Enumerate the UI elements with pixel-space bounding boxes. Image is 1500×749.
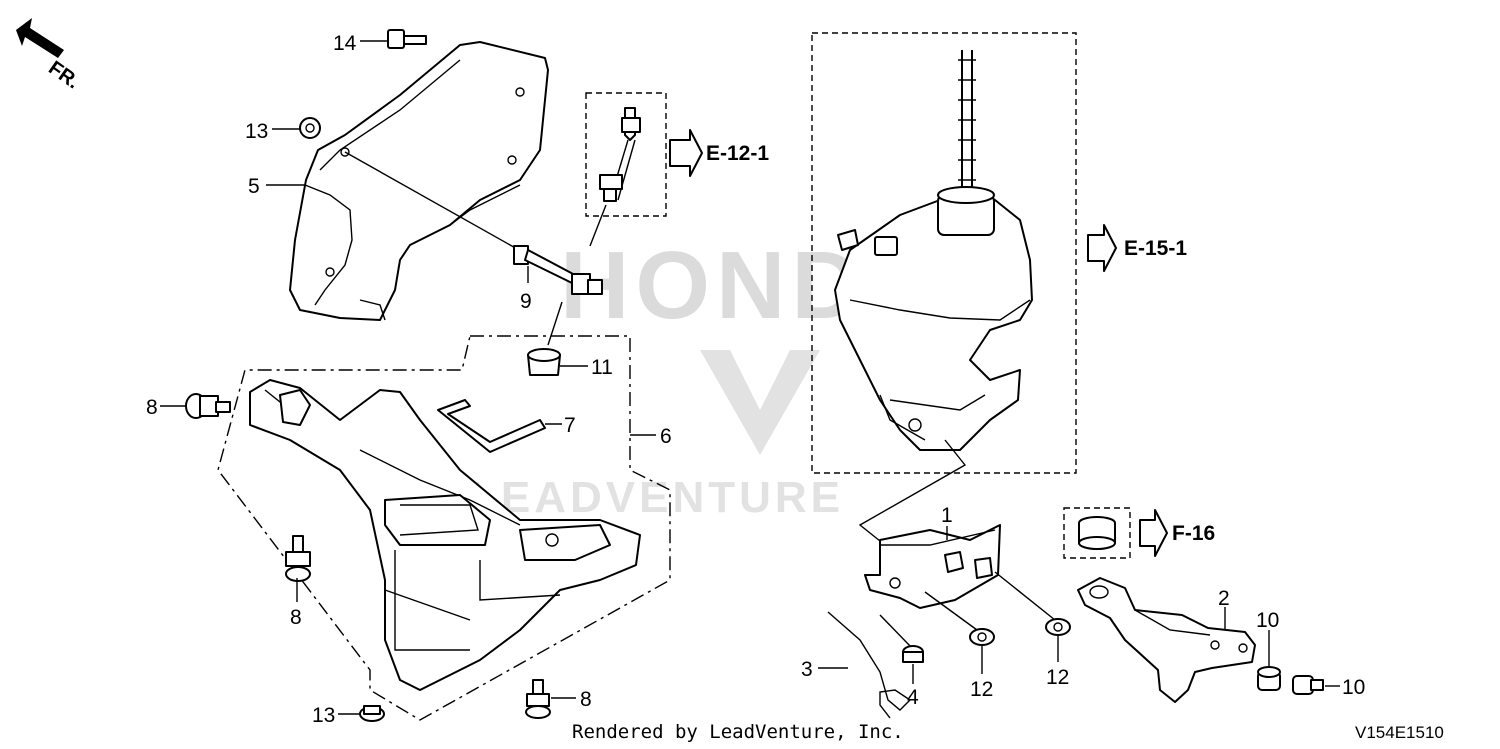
front-arrow-icon (16, 18, 64, 58)
part-5-cover[interactable] (289, 41, 549, 321)
callout-9[interactable]: 9 (520, 290, 532, 313)
part-13-nut-upper[interactable] (299, 117, 321, 139)
callout-11[interactable]: 11 (591, 356, 613, 379)
part-11-grommet[interactable] (527, 301, 563, 376)
callout-3[interactable]: 3 (801, 658, 813, 681)
callout-8[interactable]: 8 (290, 606, 302, 629)
watermark-dealer: LEADVENTURE (470, 473, 844, 522)
watermark-logo-icon (700, 350, 820, 455)
ref-f16-label[interactable]: F-16 (1172, 522, 1215, 545)
callout-8[interactable]: 8 (580, 688, 592, 711)
callout-leaders (160, 40, 1340, 715)
footer-credit: Rendered by LeadVenture, Inc. (572, 721, 904, 743)
part-1-bracket[interactable] (858, 439, 1001, 609)
e12-stud-assembly (585, 92, 667, 247)
part-12-nut-right[interactable] (994, 571, 1071, 636)
part-13-nut-lower[interactable] (359, 705, 385, 722)
part-12-nut-left[interactable] (924, 591, 995, 646)
part-8-bolt-left[interactable] (285, 535, 311, 582)
callout-10[interactable]: 10 (1256, 609, 1279, 632)
callout-12[interactable]: 12 (1046, 666, 1069, 689)
f16-grommet-assembly (1063, 507, 1131, 559)
ref-e15-label[interactable]: E-15-1 (1124, 237, 1187, 260)
callout-13[interactable]: 13 (245, 120, 268, 143)
direction-label: FR. (44, 57, 83, 94)
part-14-bolt[interactable] (387, 29, 427, 49)
callout-5[interactable]: 5 (248, 175, 260, 198)
callout-4[interactable]: 4 (907, 686, 919, 709)
part-9-bolt[interactable] (344, 151, 603, 295)
part-2-bracket[interactable] (1077, 577, 1256, 703)
callout-6[interactable]: 6 (660, 425, 672, 448)
part-10-nut-left[interactable] (1257, 666, 1281, 691)
callout-14[interactable]: 14 (333, 32, 357, 55)
front-direction-indicator: FR. (16, 18, 83, 93)
callout-1[interactable]: 1 (941, 504, 953, 527)
part-10-nut-right[interactable] (1292, 675, 1324, 695)
part-4-nut[interactable] (879, 614, 924, 663)
callout-8[interactable]: 8 (146, 396, 158, 419)
diagram-code: V154E1510 (1355, 723, 1444, 742)
part-7-hose[interactable] (437, 399, 546, 453)
callout-labels: 14 13 5 9 11 8 7 6 8 13 8 1 3 4 12 12 2 … (146, 32, 1365, 727)
part-8-bolt-lower[interactable] (525, 679, 551, 719)
e15-tank-assembly (811, 32, 1077, 474)
callout-12[interactable]: 12 (970, 678, 993, 701)
part-6-reservoir[interactable] (217, 335, 671, 721)
callout-7[interactable]: 7 (564, 414, 576, 437)
e15-reference[interactable]: E-15-1 (1087, 224, 1187, 272)
callout-2[interactable]: 2 (1218, 587, 1230, 610)
callout-10[interactable]: 10 (1342, 676, 1365, 699)
f16-reference[interactable]: F-16 (1139, 509, 1215, 557)
part-8-bolt-upper[interactable] (185, 393, 231, 419)
part-3-clip[interactable] (827, 611, 912, 719)
e12-reference[interactable]: E-12-1 (669, 129, 769, 177)
callout-13[interactable]: 13 (312, 704, 335, 727)
ref-e12-label[interactable]: E-12-1 (706, 142, 769, 165)
